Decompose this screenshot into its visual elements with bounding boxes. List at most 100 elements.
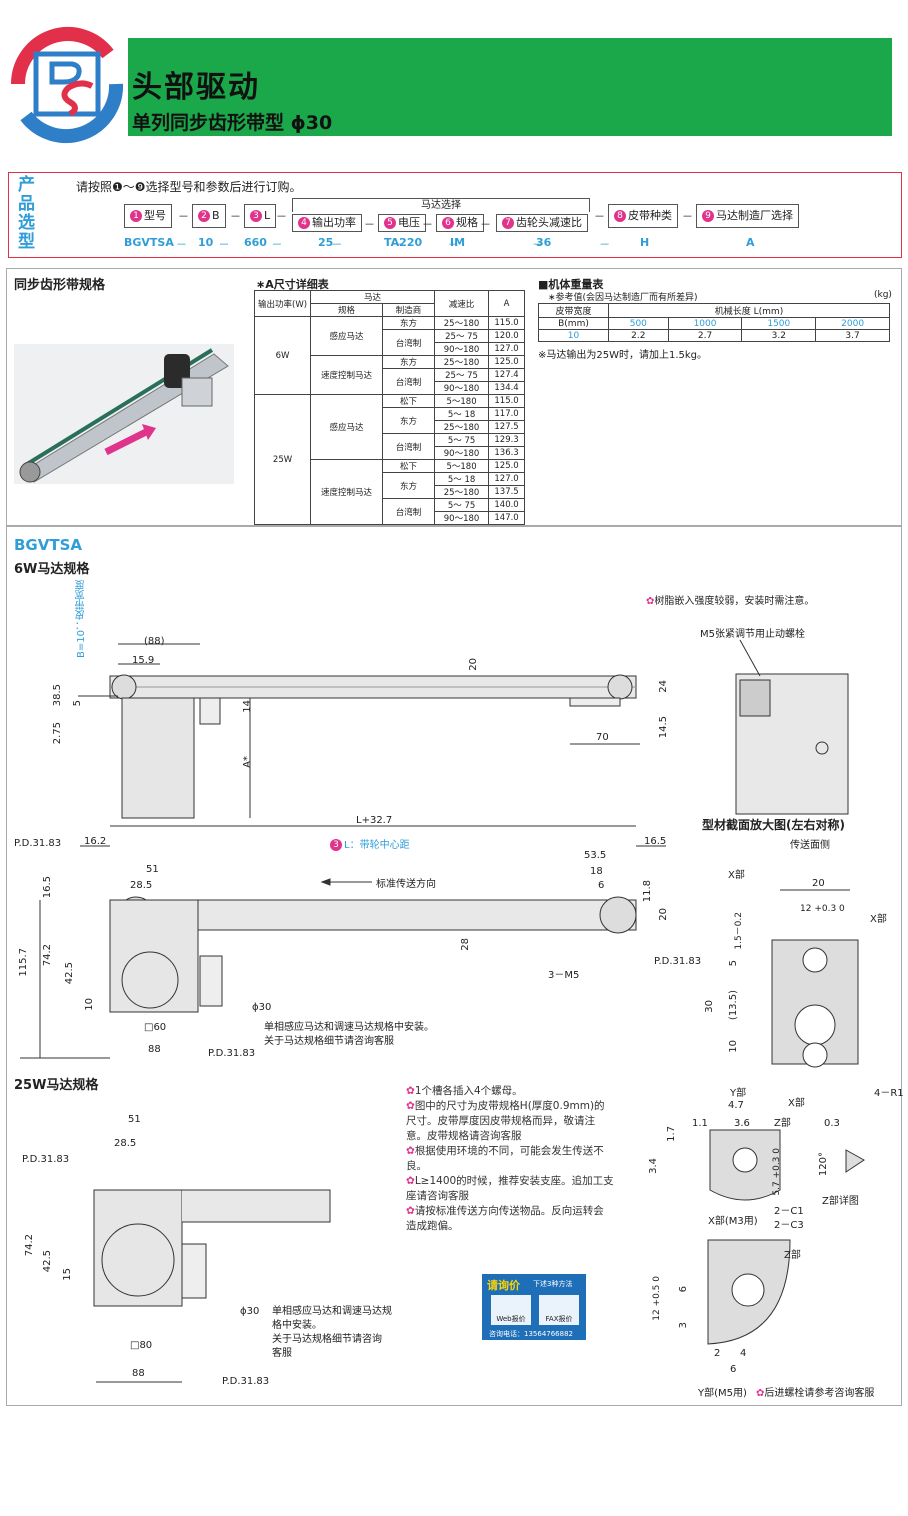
dim-115-7: 115.7 bbox=[18, 948, 29, 977]
z-part-y: Z部 bbox=[784, 1250, 801, 1261]
weight-note: ※马达输出为25W时，请加上1.5kg。 bbox=[538, 350, 708, 361]
dim-2-75: 2.75 bbox=[52, 722, 63, 745]
dim-28-5: 28.5 bbox=[130, 880, 153, 891]
section-20: 20 bbox=[812, 878, 825, 889]
dim-38-5: 38.5 bbox=[52, 684, 63, 707]
y-part-label: Y部(M5用) bbox=[698, 1388, 747, 1399]
dim-a-star: A* bbox=[242, 756, 253, 768]
dim-15-9: 15.9 bbox=[132, 655, 155, 666]
y-6: 6 bbox=[678, 1286, 689, 1293]
header-banner: 头部驱动 单列同步齿形带型 ɸ30 bbox=[128, 38, 892, 136]
dim-phi30: ɸ30 bbox=[252, 1002, 272, 1013]
dim-88: (88) bbox=[144, 636, 165, 647]
w-motor-note-2: 格中安装。 bbox=[272, 1320, 322, 1331]
y-2: 2 bbox=[714, 1348, 721, 1359]
drawing-model: BGVTSA bbox=[14, 536, 82, 554]
w-74-2: 74.2 bbox=[24, 1234, 35, 1257]
dim-24: 24 bbox=[658, 680, 669, 693]
drawing-section bbox=[6, 526, 902, 1406]
dim-20: 20 bbox=[468, 658, 479, 671]
web-quote-button[interactable]: Web报价 bbox=[491, 1295, 531, 1325]
notes-list: ✿1个槽各插入4个螺母。 ✿图中的尺寸为皮带规格H(厚度0.9mm)的尺寸。皮带… bbox=[406, 1085, 614, 1232]
dim-10: 10 bbox=[84, 998, 95, 1011]
m5-note: M5张紧调节用止动螺栓 bbox=[700, 629, 805, 640]
dim-5: 5 bbox=[72, 700, 83, 707]
dim-51: 51 bbox=[146, 864, 159, 875]
w-pd-bottom: P.D.31.83 bbox=[222, 1376, 270, 1387]
x-3-4: 3.4 bbox=[648, 1158, 659, 1174]
w-28-5: 28.5 bbox=[114, 1138, 137, 1149]
w-sq80: □80 bbox=[130, 1340, 153, 1351]
dim-20b: 20 bbox=[658, 908, 669, 921]
x-c1: 2－C1 bbox=[774, 1206, 804, 1217]
dim-16-5: 16.5 bbox=[644, 836, 667, 847]
section-x-right: X部 bbox=[870, 914, 887, 925]
dim-74-2: 74.2 bbox=[42, 944, 53, 967]
inquiry-badge[interactable]: 请询价 下述3种方法 Web报价 FAX报价 咨询电话：13564766882 bbox=[482, 1274, 586, 1340]
z-120: 120° bbox=[818, 1152, 829, 1177]
z-0-3: 0.3 bbox=[824, 1118, 840, 1129]
dim-53-5: 53.5 bbox=[584, 850, 607, 861]
motor-group-label: 马达选择 bbox=[292, 198, 590, 212]
w-88: 88 bbox=[132, 1368, 145, 1379]
x-c3: 2－C3 bbox=[774, 1220, 804, 1231]
code-power: 25 bbox=[318, 236, 334, 249]
transfer-face: 传送面侧 bbox=[790, 840, 830, 851]
code-maker: A bbox=[746, 236, 755, 249]
w-51: 51 bbox=[128, 1114, 141, 1125]
spec-section bbox=[6, 268, 902, 526]
fax-quote-button[interactable]: FAX报价 bbox=[539, 1295, 579, 1325]
spec-6w-title: 6W马达规格 bbox=[14, 562, 90, 577]
code-l: 660 bbox=[244, 236, 267, 249]
section-title: 型材截面放大图(左右对称) bbox=[702, 818, 845, 832]
x-1-7: 1.7 bbox=[666, 1126, 677, 1142]
dim-sq60: □60 bbox=[144, 1022, 167, 1033]
dim-18: 18 bbox=[590, 866, 603, 877]
product-photo bbox=[14, 344, 234, 484]
w-pd-top: P.D.31.83 bbox=[22, 1154, 70, 1165]
section-12: 12 +0.3 0 bbox=[800, 904, 845, 914]
company-logo bbox=[8, 24, 126, 144]
section-13-5: (13.5) bbox=[728, 990, 739, 1021]
section-y: Y部 bbox=[730, 1088, 747, 1099]
resin-note: ✿树脂嵌入强度较弱，安装时需注意。 bbox=[646, 596, 815, 607]
section-30: 30 bbox=[704, 1000, 715, 1013]
dim-l-plus: L+32.7 bbox=[356, 815, 393, 826]
dim-14: 14 bbox=[242, 700, 253, 713]
section-1-5: 1.5－0.2 bbox=[734, 912, 744, 950]
product-selection-box bbox=[8, 172, 902, 258]
motor-note-2: 关于马达规格细节请咨询客服 bbox=[264, 1036, 394, 1047]
selection-instruction: 请按照❶～❾选择型号和参数后进行订购。 bbox=[76, 180, 302, 194]
y-3: 3 bbox=[678, 1322, 689, 1329]
motor-note-1: 单相感应马达和调速马达规格中安装。 bbox=[264, 1022, 434, 1033]
section-r1: 4－R1 bbox=[874, 1088, 904, 1099]
dim-16-5b: 16.5 bbox=[42, 876, 53, 899]
weight-table-title: ■机体重量表 bbox=[538, 278, 604, 291]
code-spec: IM bbox=[450, 236, 466, 249]
dim-16-2: 16.2 bbox=[84, 836, 107, 847]
dim-28: 28 bbox=[460, 938, 471, 951]
code-model: BGVTSA bbox=[124, 236, 174, 249]
code-ratio: 36 bbox=[536, 236, 552, 249]
section-10: 10 bbox=[728, 1040, 739, 1053]
section-x-bottom: X部 bbox=[788, 1098, 805, 1109]
w-15: 15 bbox=[62, 1268, 73, 1281]
w-phi30: ɸ30 bbox=[240, 1306, 260, 1317]
dim-3-m5: 3－M5 bbox=[548, 970, 580, 981]
dim-pd-bottom: P.D.31.83 bbox=[208, 1048, 256, 1059]
z-detail-label: Z部详图 bbox=[822, 1196, 859, 1207]
z-part-x: Z部 bbox=[774, 1118, 791, 1129]
w-42-5: 42.5 bbox=[42, 1250, 53, 1273]
y-12: 12 +0.5 0 bbox=[652, 1276, 662, 1321]
